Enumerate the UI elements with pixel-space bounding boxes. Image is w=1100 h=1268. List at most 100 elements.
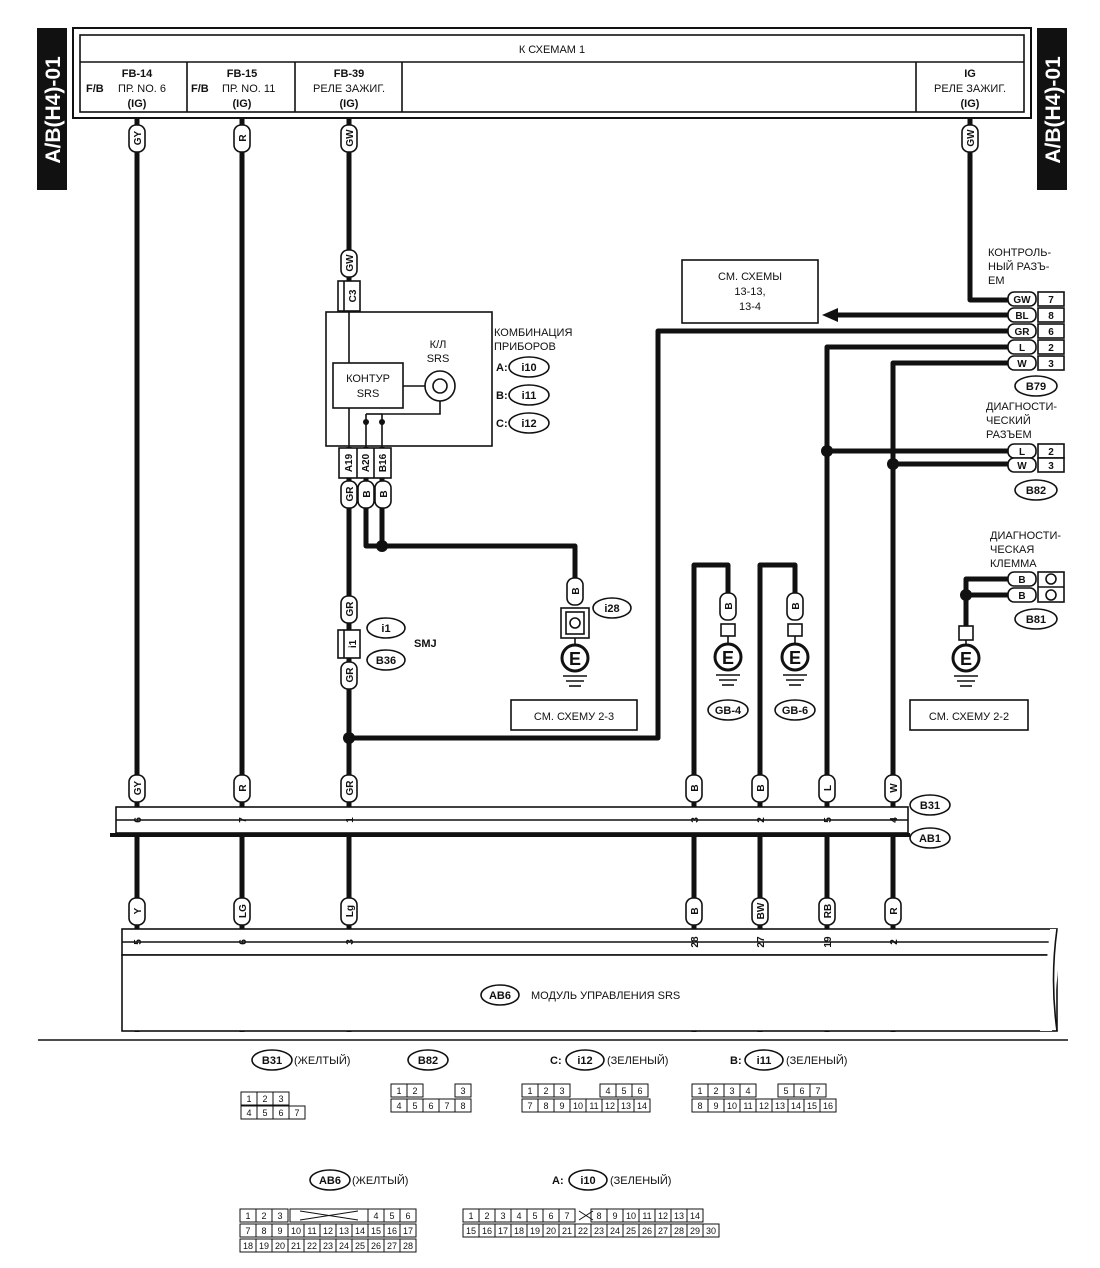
legend-i11-cell: 1 (697, 1086, 702, 1096)
legend-i12-cell: 3 (559, 1086, 564, 1096)
legend-ab6-cell: 26 (371, 1241, 381, 1251)
legend-i10-cell: 5 (532, 1211, 537, 1221)
comb-title-line1: КОМБИНАЦИЯ (494, 327, 572, 339)
legend-i11-letter: B: (730, 1055, 742, 1067)
legend-b31-cell: 2 (262, 1094, 267, 1104)
ctrl-pin0-wire: GW (1013, 295, 1031, 306)
legend-i10-cell: 9 (612, 1211, 617, 1221)
ab6-wire-tag-text: B (690, 907, 701, 914)
fb15-left: F/B (191, 83, 209, 95)
comb-top-wire: GW (345, 254, 356, 272)
see-scheme-2-2-text: СМ. СХЕМУ 2-2 (929, 711, 1009, 723)
legend-i11-cell: 6 (799, 1086, 804, 1096)
comb-pin-wire-b2: B (379, 490, 390, 497)
legend-i10-cell: 29 (690, 1226, 700, 1236)
comb-conn-c-letter: C: (496, 418, 508, 430)
legend-b82-cell: 6 (428, 1101, 433, 1111)
comb-pin-wire-b1: B (362, 490, 373, 497)
legend-i11-cell: 8 (697, 1101, 702, 1111)
ig-mid: РЕЛЕ ЗАЖИГ. (934, 83, 1006, 95)
legend-i12-cell: 5 (621, 1086, 626, 1096)
b31-wire-tag: GR (340, 774, 358, 803)
legend-ab6-cell: 8 (261, 1226, 266, 1236)
term-pin0: B (1018, 575, 1025, 586)
wire-tag-text: GW (966, 129, 977, 147)
legend-i10-cell: 18 (514, 1226, 524, 1236)
b31-pin-number: 5 (823, 817, 834, 823)
b31-wire-tag-text: W (889, 783, 900, 793)
legend-i10-cell: 14 (690, 1211, 700, 1221)
legend-i11-cell: 15 (807, 1101, 817, 1111)
legend-b31-ref: B31 (262, 1055, 282, 1067)
b31-pin-number: 4 (889, 817, 900, 823)
ab6-wire-tag: B (685, 897, 703, 926)
diag-title-line1: ДИАГНОСТИ- (986, 401, 1057, 413)
legend-i10-cell: 17 (498, 1226, 508, 1236)
legend-i10-cell: 26 (642, 1226, 652, 1236)
comb-pin-a19: A19 (344, 453, 355, 472)
diag-ref: B82 (1026, 485, 1046, 497)
ab6-pin-number: 19 (823, 936, 834, 948)
legend-i10-cell: 16 (482, 1226, 492, 1236)
ab6-wire-tag: RB (818, 897, 836, 926)
legend-ab6-cell: 12 (323, 1226, 333, 1236)
legend-ab6-cell: 4 (373, 1211, 378, 1221)
see-scheme-2-3: СМ. СХЕМУ 2-3 (510, 699, 638, 731)
legend-b31-cell: 6 (278, 1108, 283, 1118)
legend-i10-cell: 8 (596, 1211, 601, 1221)
legend-ab6-cell: 10 (291, 1226, 301, 1236)
legend-i12-cell: 12 (605, 1101, 615, 1111)
smj-wire-top: GR (345, 601, 356, 617)
legend-b31-cell: 7 (294, 1108, 299, 1118)
fb15-sub: (IG) (233, 98, 252, 110)
legend-i10-cell: 22 (578, 1226, 588, 1236)
ground-gb4-ref: GB-4 (715, 705, 742, 717)
b31-ref: B31 (920, 800, 940, 812)
legend-i10-cell: 12 (658, 1211, 668, 1221)
wire-tag-gw-top: GW (340, 124, 358, 153)
top-power-block: К СХЕМАМ 1 FB-14 F/B ПР. NO. 6 (IG) FB-1… (72, 27, 1032, 119)
ab6-pin-number: 28 (690, 936, 701, 948)
comb-conn-b-ref: i11 (522, 390, 537, 402)
ctrl-pin3-wire: L (1019, 343, 1025, 354)
comb-title-line2: ПРИБОРОВ (494, 341, 556, 353)
comb-pin-wire-gr: GR (345, 486, 356, 502)
b31-wire-tag-text: GY (133, 780, 144, 795)
wires (134, 118, 1010, 1032)
b31-wire-tag: R (233, 774, 251, 803)
legend-i11-cell: 12 (759, 1101, 769, 1111)
legend-i10-letter: A: (552, 1175, 564, 1187)
term-title-line2: ЧЕСКАЯ (990, 544, 1034, 556)
ctrl-pin4-wire: W (1017, 359, 1027, 370)
comb-conn-b-letter: B: (496, 390, 508, 402)
legend-b82-cell: 1 (396, 1086, 401, 1096)
legend-i12-cell: 9 (559, 1101, 564, 1111)
legend-b82-cell: 5 (412, 1101, 417, 1111)
fb39-mid: РЕЛЕ ЗАЖИГ. (313, 83, 385, 95)
legend-i10-cell: 11 (642, 1211, 651, 1221)
legend-ab6-cell: 18 (243, 1241, 253, 1251)
b31-wire-tag: L (818, 774, 836, 803)
legend-i11-ref: i11 (757, 1055, 772, 1067)
legend-i12-ref: i12 (577, 1055, 592, 1067)
legend-ab6-cell: 16 (387, 1226, 397, 1236)
wire-tag-gw-ig: GW (961, 124, 979, 153)
legend-i10-cell: 23 (594, 1226, 604, 1236)
see-schemes-line3: 13-4 (739, 301, 761, 313)
legend-b31-cell: 5 (262, 1108, 267, 1118)
ig-id: IG (964, 68, 976, 80)
b31-pin-number: 7 (238, 817, 249, 823)
comb-lamp-line1: К/Л (430, 339, 447, 351)
ctrl-pin2-num: 6 (1048, 327, 1054, 338)
b31-pin-number: 6 (133, 817, 144, 823)
b31-wire-tag: W (884, 774, 902, 803)
term-title-line3: КЛЕММА (990, 558, 1037, 570)
top-block-title: К СХЕМАМ 1 (519, 44, 585, 56)
legend-ab6-ref: AB6 (319, 1175, 341, 1187)
ig-sub: (IG) (961, 98, 980, 110)
smj-ref1: i1 (381, 623, 390, 635)
legend-i10-ref: i10 (580, 1175, 595, 1187)
legend-i11-cell: 4 (745, 1086, 750, 1096)
